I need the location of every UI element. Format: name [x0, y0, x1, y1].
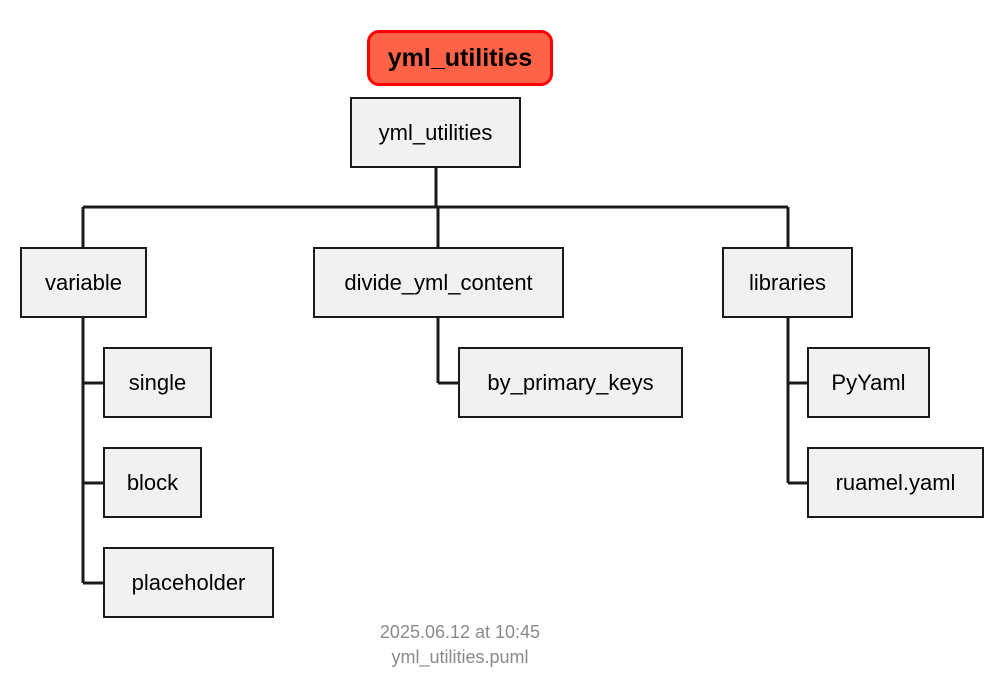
leaf-node-pyyaml: PyYaml	[807, 347, 930, 418]
root-node: yml_utilities	[350, 97, 521, 168]
footer-filename: yml_utilities.puml	[391, 647, 529, 667]
diagram-title: yml_utilities	[367, 30, 553, 86]
leaf-node-placeholder: placeholder	[103, 547, 274, 618]
leaf-node-ruamel-yaml: ruamel.yaml	[807, 447, 984, 518]
leaf-node-block: block	[103, 447, 202, 518]
footer-timestamp: 2025.06.12 at 10:45	[379, 622, 541, 642]
branch-node-variable: variable	[20, 247, 147, 318]
leaf-node-by-primary-keys: by_primary_keys	[458, 347, 683, 418]
branch-node-divide-yml-content: divide_yml_content	[313, 247, 564, 318]
branch-node-libraries: libraries	[722, 247, 853, 318]
leaf-node-single: single	[103, 347, 212, 418]
